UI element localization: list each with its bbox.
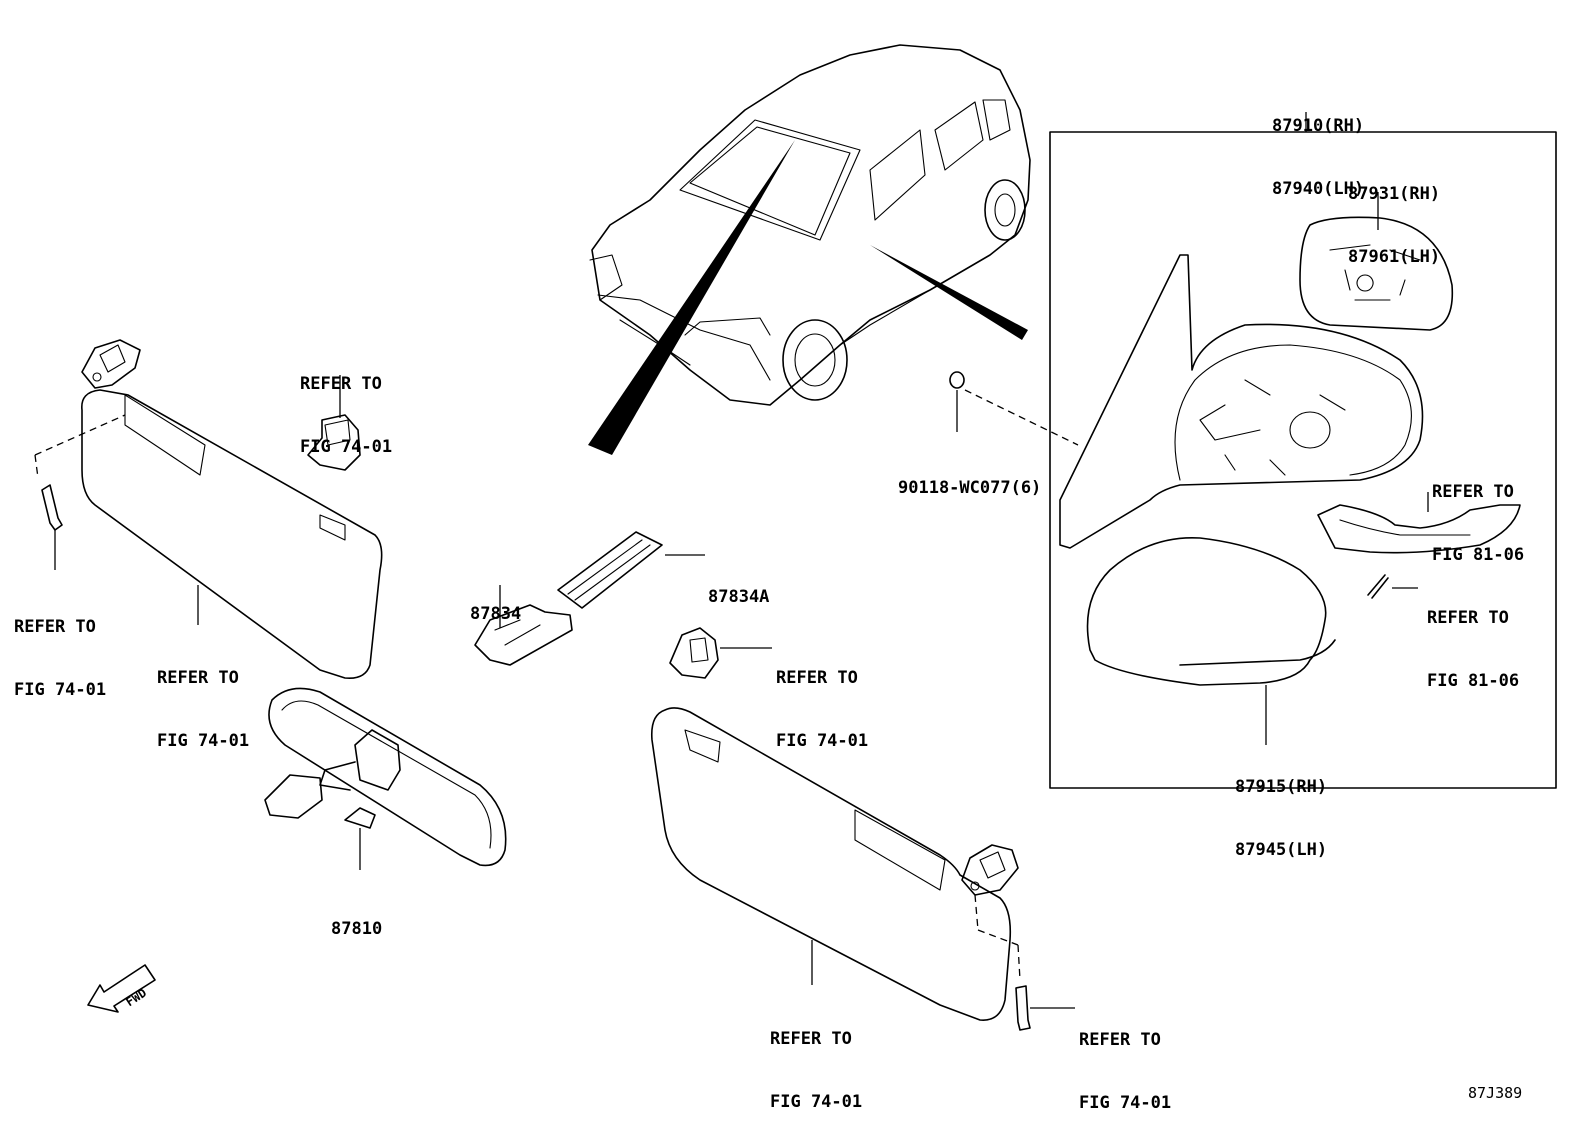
outer-mirror-box [1049,131,1557,789]
label-holder-a: 87834A [708,545,769,629]
label-line: 87940(LH) [1272,179,1365,199]
right-visor-bracket [961,844,1021,981]
diagram-drawing [34,44,1557,1031]
label-line: REFER TO [1079,1030,1161,1050]
label-refer-74-01-right-visor: REFER TO FIG 74-01 [770,987,862,1134]
label-line: 87915(RH) [1235,777,1328,797]
right-sun-visor [650,707,1012,1021]
label-line: 87910(RH) [1272,116,1365,136]
label-clip-screw: 90118-WC077(6) [898,436,1041,520]
left-visor-bracket [34,339,141,479]
label-outer-mirror-assy: 87910(RH) 87940(LH) [1272,74,1364,221]
label-line: FIG 74-01 [776,731,869,751]
label-refer-81-06-lower: REFER TO FIG 81-06 [1427,566,1519,713]
label-line: 87810 [331,919,383,939]
label-holder: 87834 [470,562,521,646]
figure-code: 87J389 [1468,1041,1522,1125]
label-line: 87931(RH) [1348,184,1441,204]
label-mirror-cover: 87915(RH) 87945(LH) [1235,735,1327,882]
label-inner-mirror: 87810 [331,877,382,961]
label-line: 87834 [470,604,522,624]
parts-diagram: 87910(RH) 87940(LH) 87931(RH) 87961(LH) … [14,44,1557,1113]
vehicle-illustration [588,44,1031,455]
label-line: FIG 74-01 [157,731,250,751]
holder-87834a [557,531,705,609]
label-refer-74-01-top-clip: REFER TO FIG 74-01 [300,332,392,479]
inner-rearview-mirror [264,687,507,870]
mirror-housing-part [1059,254,1424,549]
label-line: 90118-WC077(6) [898,478,1042,498]
label-line: FIG 81-06 [1427,671,1520,691]
label-line: 87945(LH) [1235,840,1328,860]
clip-nut-part [949,371,1079,446]
label-refer-81-06-upper: REFER TO FIG 81-06 [1432,440,1524,587]
small-screw-part [1367,574,1418,599]
label-line: REFER TO [1427,608,1509,628]
label-line: REFER TO [770,1029,852,1049]
label-line: REFER TO [14,617,96,637]
label-line: REFER TO [776,668,858,688]
mirror-glass-part [1299,192,1454,331]
label-line: REFER TO [157,668,239,688]
label-line: FIG 81-06 [1432,545,1525,565]
label-line: FIG 74-01 [1079,1093,1172,1113]
holder-87834 [474,585,573,666]
right-screw-part [1015,985,1075,1031]
top-holder-clip [307,375,361,471]
label-line: 87961(LH) [1348,247,1441,267]
label-line: 87J389 [1468,1084,1523,1102]
label-line: 87834A [708,587,770,607]
label-mirror-glass: 87931(RH) 87961(LH) [1348,142,1440,289]
turn-signal-part [1317,492,1521,554]
label-refer-74-01-mid-clip: REFER TO FIG 74-01 [776,626,868,773]
label-line: REFER TO [1432,482,1514,502]
label-line: FIG 74-01 [770,1092,863,1112]
label-line: FIG 74-01 [14,680,107,700]
label-line: FIG 74-01 [300,437,393,457]
fwd-arrow-icon [87,964,156,1013]
mid-holder-clip [669,627,772,679]
label-refer-74-01-left-screw: REFER TO FIG 74-01 [14,575,106,722]
label-line: REFER TO [300,374,382,394]
label-refer-74-01-right-screw: REFER TO FIG 74-01 [1079,988,1171,1135]
left-screw-part [41,484,63,570]
label-refer-74-01-left-visor: REFER TO FIG 74-01 [157,626,249,773]
mirror-cover-part [1086,536,1336,745]
